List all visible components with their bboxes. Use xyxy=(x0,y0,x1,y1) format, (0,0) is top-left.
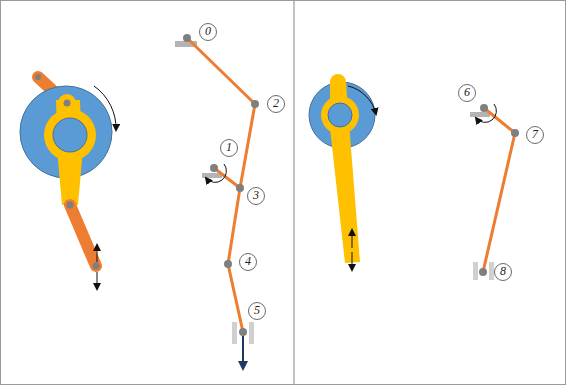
callout-number: 7 xyxy=(526,126,544,144)
linkage-schematic-left xyxy=(175,34,259,368)
eccentric-left xyxy=(20,74,116,289)
callout-number: 2 xyxy=(267,95,285,113)
callout-number: 4 xyxy=(239,253,257,271)
linkage-schematic-right xyxy=(470,104,519,280)
callout-number: 6 xyxy=(458,84,476,102)
eccentric-right xyxy=(309,74,376,270)
callout-number: 1 xyxy=(220,139,238,157)
callout-number: 3 xyxy=(247,187,265,205)
callout-number: 8 xyxy=(494,263,512,281)
callout-number: 0 xyxy=(199,23,217,41)
callout-number: 5 xyxy=(248,302,266,320)
